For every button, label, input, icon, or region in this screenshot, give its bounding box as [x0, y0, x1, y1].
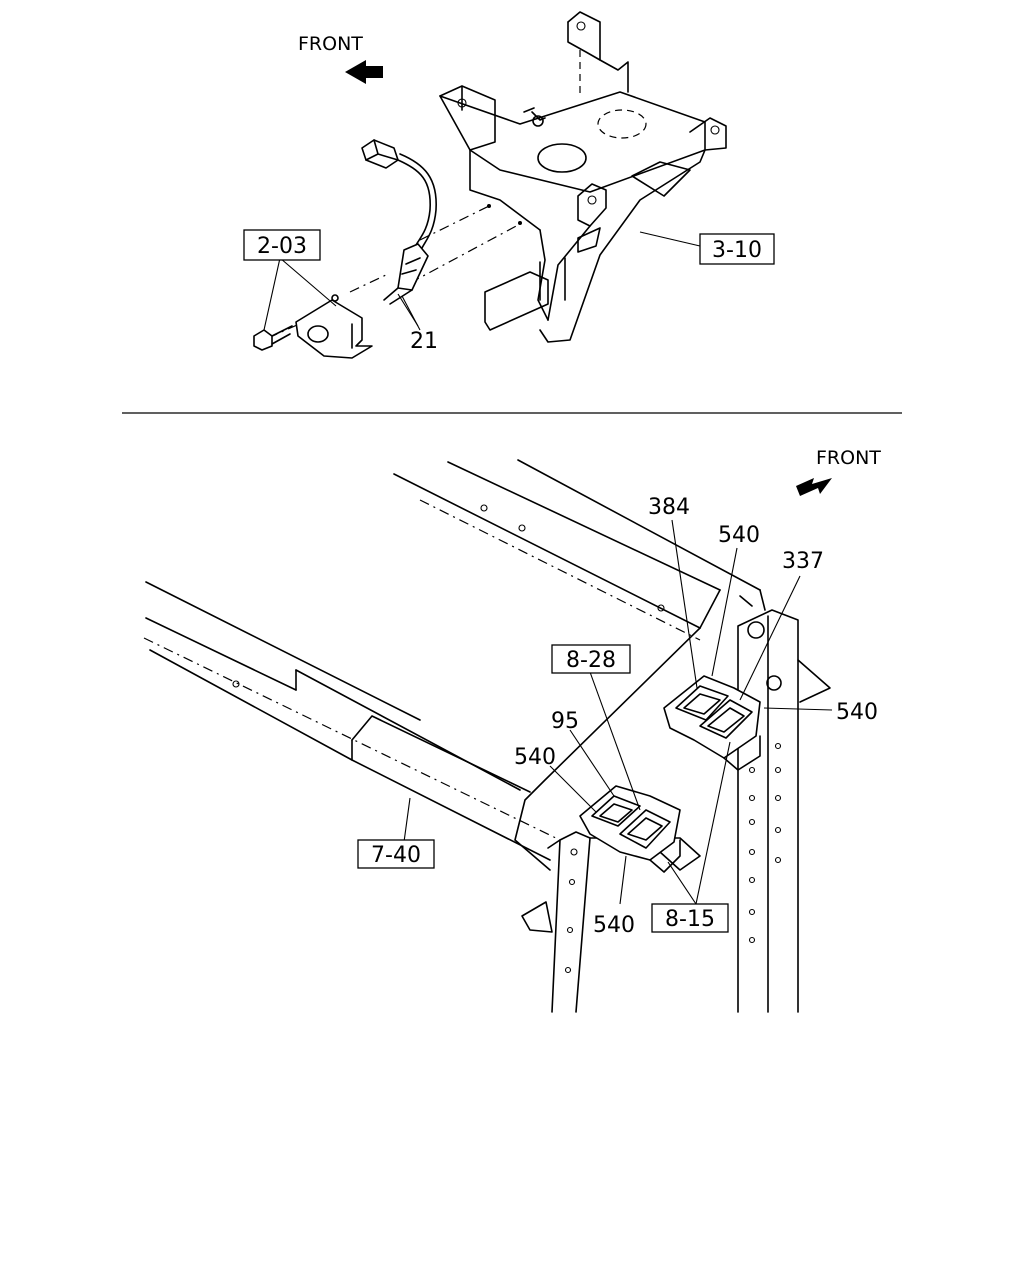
side-rail	[143, 581, 561, 861]
upper-switch-pair	[663, 675, 761, 771]
callout-box-2-03	[243, 229, 321, 261]
bolt	[253, 325, 293, 351]
lower-switch-pair	[579, 785, 681, 873]
sensor-bracket-frame	[439, 11, 727, 343]
speed-sensor	[361, 139, 437, 305]
callout-384: 384	[648, 495, 690, 520]
front-arrow-top	[345, 60, 383, 84]
callout-540-top: 540	[718, 523, 760, 548]
callout-21: 21	[410, 329, 438, 354]
bottom-diagram: FRONT	[143, 447, 881, 1013]
front-label-top: FRONT	[298, 33, 363, 55]
callout-8-28: 8-28	[566, 648, 616, 673]
callout-540-left: 540	[514, 745, 556, 770]
callout-540-bottom: 540	[593, 913, 635, 938]
callout-box-8-15	[651, 903, 729, 933]
cross-member	[393, 459, 766, 871]
callout-337: 337	[782, 549, 824, 574]
mounting-plate	[295, 294, 373, 359]
front-label-bottom: FRONT	[816, 447, 881, 469]
top-diagram: FRONT	[243, 11, 775, 359]
callout-2-03: 2-03	[257, 234, 307, 259]
callout-3-10: 3-10	[712, 238, 762, 263]
callout-box-8-28	[551, 644, 631, 674]
callout-7-40: 7-40	[371, 843, 421, 868]
callout-95: 95	[551, 709, 579, 734]
front-arrow-bottom	[796, 478, 832, 496]
callout-box-3-10	[699, 233, 775, 265]
callout-540-right: 540	[836, 700, 878, 725]
callout-box-7-40	[357, 839, 435, 869]
right-post	[737, 609, 831, 1013]
callout-8-15: 8-15	[665, 907, 715, 932]
